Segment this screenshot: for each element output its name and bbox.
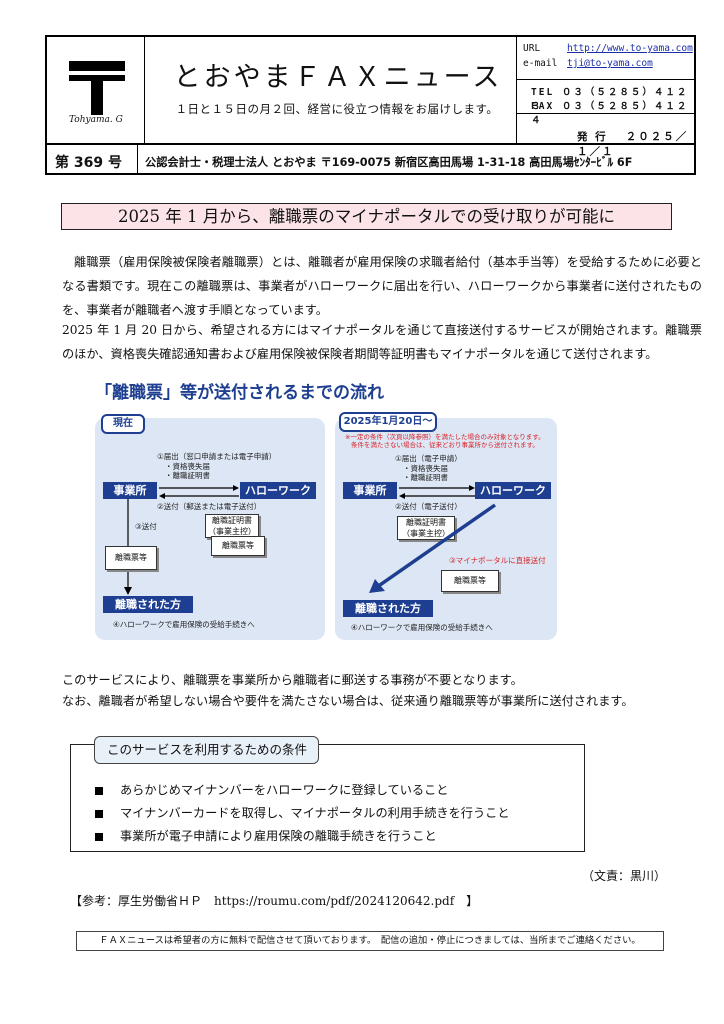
left-doc1: 離職証明書 （事業主控） <box>205 514 259 538</box>
condition-item: あらかじめマイナンバーをハローワークに登録していること <box>95 780 448 798</box>
headline: 2025 年 1 月から、離職票のマイナポータルでの受け取りが可能に <box>61 203 672 230</box>
right-doc1: 離職証明書 （事業主控） <box>397 516 455 540</box>
url-label: URL <box>523 43 541 54</box>
condition-text: マイナンバーカードを取得し、マイナポータルの利用手続きを行うこと <box>120 806 510 820</box>
bullet-icon <box>95 809 103 818</box>
tag-new: 2025年1月20日～ <box>339 412 437 432</box>
left-arrows <box>159 485 239 499</box>
left-hellowork-box: ハローワーク <box>240 482 316 499</box>
right-step4: ④ハローワークで雇用保険の受給手続きへ <box>351 623 493 632</box>
reference-link[interactable]: 【参考：厚生労働省ＨＰ https://roumu.com/pdf/202412… <box>70 894 479 908</box>
paragraph-1: 離職票（雇用保険被保険者離職票）とは、離職者が雇用保険の求職者給付（基本手当等）… <box>62 255 702 317</box>
right-arrows <box>399 485 475 499</box>
left-step3: ③送付 <box>135 522 157 531</box>
tel-number: TEL ０３（５２８５）４１２３ <box>531 87 689 112</box>
author-credit: （文責：黒川） <box>582 869 667 883</box>
left-step1-item: ・離職証明書 <box>165 471 210 480</box>
right-step3: ③マイナポータルに直接送付 <box>449 556 546 565</box>
left-down-arrow <box>124 499 132 595</box>
service-effect-text: このサービスにより、離職票を事業所から離職者に郵送する事務が不要となります。 <box>62 673 523 687</box>
company-logo <box>69 61 125 115</box>
right-step2: ②送付（電子送付） <box>395 502 462 511</box>
email-label: e-mail <box>523 58 558 69</box>
right-note1: ※一定の条件（次頁以降参照）を満たした場合のみ対象となります。 <box>345 433 545 441</box>
fax-number: FAX ０３（５２８５）４１２４ <box>531 101 689 126</box>
issue-date: 発 行 ２０２５／１／１ <box>577 131 689 158</box>
newsletter-subtitle: １日と１５日の月２回、経営に役立つ情報をお届けします。 <box>175 102 499 116</box>
conditions-title: このサービスを利用するための条件 <box>94 736 319 764</box>
fallback-text: なお、離職者が希望しない場合や要件を満たさない場合は、従来通り離職票等が事業所に… <box>62 694 634 708</box>
conditions-box <box>70 744 585 852</box>
left-step1-item: ・資格喪失届 <box>165 462 210 471</box>
condition-item: マイナンバーカードを取得し、マイナポータルの利用手続きを行うこと <box>95 803 510 821</box>
bullet-icon <box>95 832 103 841</box>
diagram-title: 「離職票」等が送付されるまでの流れ <box>95 383 384 403</box>
issue-number: 第 369 号 <box>55 155 122 171</box>
right-step1-item: ・資格喪失届 <box>403 464 448 473</box>
footer-notice: ＦＡＸニュースは希望者の方に無料で配信させて頂いております。 配信の追加・停止に… <box>76 931 664 951</box>
right-direct-arrow <box>369 503 496 593</box>
condition-text: あらかじめマイナンバーをハローワークに登録していること <box>120 783 449 797</box>
newsletter-title: とおやまＦＡＸニュース <box>173 62 503 93</box>
right-note2: 条件を満たさない場合は、従来どおり事業所から送付されます。 <box>351 441 539 449</box>
left-step4: ④ハローワークで雇用保険の受給手続きへ <box>113 620 255 629</box>
logo-caption: Tohyama. G <box>69 115 123 125</box>
left-employer-box: 事業所 <box>103 482 157 499</box>
bullet-icon <box>95 786 103 795</box>
right-doc2: 離職票等 <box>441 570 499 592</box>
email-link[interactable]: tji@to-yama.com <box>567 58 653 69</box>
paragraph-2: 2025 年 1 月 20 日から、希望される方にはマイナポータルを通じて直接送… <box>62 323 702 361</box>
condition-item: 事業所が電子申請により雇用保険の離職手続きを行うこと <box>95 826 437 844</box>
right-step1: ①届出（電子申請） <box>395 454 462 463</box>
left-doc3: 離職票等 <box>105 546 157 570</box>
left-person-box: 離職された方 <box>103 596 193 613</box>
condition-text: 事業所が電子申請により雇用保険の離職手続きを行うこと <box>120 829 437 843</box>
right-person-box: 離職された方 <box>343 600 433 617</box>
left-doc2: 離職票等 <box>211 536 265 556</box>
left-step1: ①届出（窓口申請または電子申請） <box>157 452 277 461</box>
flow-diagram: 現在 ①届出（窓口申請または電子申請） ・資格喪失届 ・離職証明書 事業所 ハロ… <box>95 376 565 641</box>
left-step2: ②送付（郵送または電子送付） <box>157 502 262 511</box>
tag-current: 現在 <box>101 414 145 434</box>
right-employer-box: 事業所 <box>343 482 397 499</box>
right-step1-item: ・離職証明書 <box>403 473 448 482</box>
right-hellowork-box: ハローワーク <box>475 482 551 499</box>
website-link[interactable]: http://www.to-yama.com <box>567 43 693 54</box>
firm-address: 公認会計士・税理士法人 とおやま 〒169-0075 新宿区高田馬場 1-31-… <box>145 156 633 169</box>
header-box: Tohyama. G とおやまＦＡＸニュース １日と１５日の月２回、経営に役立つ… <box>45 35 696 175</box>
